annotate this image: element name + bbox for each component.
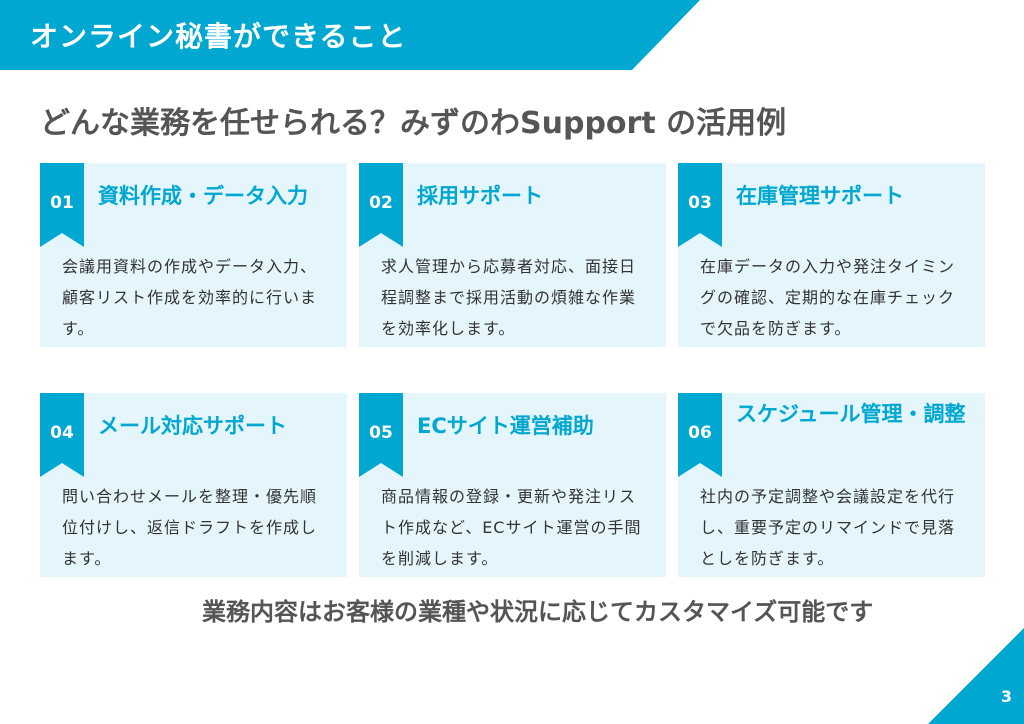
section-subtitle: どんな業務を任せられる？みずのわSupport の活用例	[40, 106, 787, 141]
service-card-05: 05 ECサイト運営補助 商品情報の登録・更新や発注リスト作成など、ECサイト運…	[359, 393, 666, 577]
card-title: 採用サポート	[417, 184, 543, 208]
service-card-01: 01 資料作成・データ入力 会議用資料の作成やデータ入力、顧客リスト作成を効率的…	[40, 163, 347, 347]
page-title: オンライン秘書ができること	[30, 20, 407, 53]
card-description: 問い合わせメールを整理・優先順位付けし、返信ドラフトを作成します。	[62, 487, 318, 568]
card-number-badge: 05	[359, 393, 403, 477]
service-card-03: 03 在庫管理サポート 在庫データの入力や発注タイミングの確認、定期的な在庫チェ…	[678, 163, 985, 347]
card-description: 求人管理から応募者対応、面接日程調整まで採用活動の煩雑な作業を効率化します。	[381, 257, 637, 338]
card-title: 在庫管理サポート	[736, 184, 904, 208]
card-number-badge: 03	[678, 163, 722, 247]
header-band	[0, 0, 700, 70]
footer-note: 業務内容はお客様の業種や状況に応じてカスタマイズ可能です	[202, 598, 874, 626]
card-description: 社内の予定調整や会議設定を代行し、重要予定のリマインドで見落としを防ぎます。	[700, 487, 956, 568]
card-title: 資料作成・データ入力	[98, 184, 308, 208]
card-description: 在庫データの入力や発注タイミングの確認、定期的な在庫チェックで欠品を防ぎます。	[700, 257, 956, 338]
corner-decoration	[928, 628, 1024, 724]
card-number-badge: 06	[678, 393, 722, 477]
card-description: 商品情報の登録・更新や発注リスト作成など、ECサイト運営の手間を削減します。	[381, 487, 642, 568]
page-number: 3	[1000, 687, 1012, 706]
card-number-badge: 02	[359, 163, 403, 247]
card-number-badge: 04	[40, 393, 84, 477]
service-card-02: 02 採用サポート 求人管理から応募者対応、面接日程調整まで採用活動の煩雑な作業…	[359, 163, 666, 347]
card-title: メール対応サポート	[98, 414, 287, 438]
card-number-badge: 01	[40, 163, 84, 247]
card-title: ECサイト運営補助	[417, 414, 594, 438]
service-card-06: 06 スケジュール管理・調整 社内の予定調整や会議設定を代行し、重要予定のリマイ…	[678, 393, 985, 577]
card-description: 会議用資料の作成やデータ入力、顧客リスト作成を効率的に行います。	[62, 257, 318, 338]
service-card-04: 04 メール対応サポート 問い合わせメールを整理・優先順位付けし、返信ドラフトを…	[40, 393, 347, 577]
card-title: スケジュール管理・調整	[736, 402, 966, 426]
